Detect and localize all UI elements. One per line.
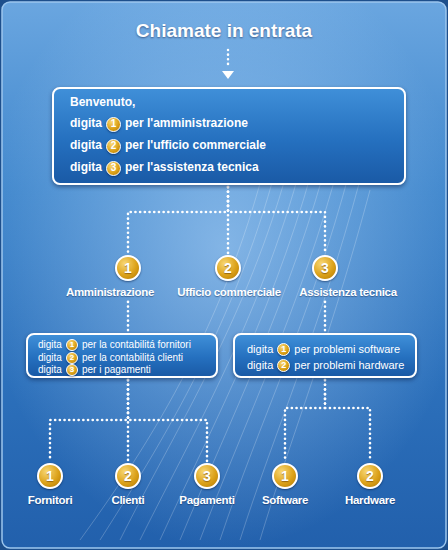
dotted-connector xyxy=(127,380,130,461)
badge-number: 3 xyxy=(67,365,77,374)
dotted-connector xyxy=(228,187,325,253)
option-label: Fornitori xyxy=(28,494,73,508)
number-circle: 1 xyxy=(272,463,298,489)
badge-number: 2 xyxy=(278,360,289,370)
option-number: 3 xyxy=(314,257,336,279)
menu-text: digita xyxy=(38,352,62,364)
menu-box: Benvenuto, digita per l'amministrazione dig… xyxy=(52,87,406,185)
option-node: 2Ufficio commerciale xyxy=(177,255,281,300)
dotted-connector xyxy=(285,380,325,461)
menu-text: per problemi software xyxy=(294,343,400,356)
menu-text: digita xyxy=(70,161,102,175)
badge-number: 2 xyxy=(107,140,120,152)
option-node: 1Fornitori xyxy=(28,463,73,508)
menu-box: digita per la contabilitá fornitori digita… xyxy=(26,333,218,378)
dotted-connector xyxy=(128,187,228,253)
dotted-connector xyxy=(127,302,130,331)
number-circle: 3 xyxy=(194,463,220,489)
number-badge: 1 xyxy=(277,343,290,356)
number-circle: 2 xyxy=(115,463,141,489)
option-node: 1Software xyxy=(262,463,308,508)
dotted-connector xyxy=(50,380,128,461)
menu-text: per l'assistenza tecnica xyxy=(125,161,259,175)
option-number: 1 xyxy=(39,465,61,487)
menu-text: per l'ufficio commerciale xyxy=(125,139,266,153)
menu-box: digita per problemi software digita per pro… xyxy=(233,333,417,378)
badge-number: 1 xyxy=(67,340,77,349)
option-number: 1 xyxy=(117,257,139,279)
option-label: Hardware xyxy=(345,494,395,508)
menu-text: per i pagamenti xyxy=(82,364,151,376)
option-label: Pagamenti xyxy=(179,494,234,508)
number-badge: 1 xyxy=(106,117,121,132)
option-node: 2Clienti xyxy=(111,463,144,508)
badge-number: 3 xyxy=(107,162,120,174)
option-number: 2 xyxy=(217,257,239,279)
option-number: 3 xyxy=(196,465,218,487)
option-node: 3Pagamenti xyxy=(179,463,234,508)
menu-text: digita xyxy=(38,339,62,351)
number-badge: 2 xyxy=(277,359,290,372)
menu-text: per la contabilitá fornitori xyxy=(82,339,191,351)
option-label: Amministrazione xyxy=(66,286,154,300)
number-circle: 3 xyxy=(312,255,338,281)
number-circle: 1 xyxy=(115,255,141,281)
dotted-connector xyxy=(324,302,327,331)
option-label: Assistenza tecnica xyxy=(299,286,397,300)
menu-text: Benvenuto, xyxy=(70,96,135,110)
option-label: Clienti xyxy=(111,494,144,508)
number-badge: 3 xyxy=(66,364,78,376)
dotted-connector xyxy=(128,380,207,461)
number-badge: 2 xyxy=(106,139,121,154)
badge-number: 2 xyxy=(67,353,77,362)
menu-text: digita xyxy=(247,343,273,356)
number-circle: 2 xyxy=(357,463,383,489)
option-node: 2Hardware xyxy=(345,463,395,508)
menu-text: digita xyxy=(247,359,273,372)
badge-number: 1 xyxy=(107,118,120,130)
menu-text: per problemi hardware xyxy=(294,359,404,372)
option-node: 1Amministrazione xyxy=(66,255,154,300)
number-badge: 3 xyxy=(106,161,121,176)
number-badge: 1 xyxy=(66,339,78,351)
option-number: 2 xyxy=(359,465,381,487)
option-number: 2 xyxy=(117,465,139,487)
menu-text: per l'amministrazione xyxy=(125,117,248,131)
menu-text: digita xyxy=(70,139,102,153)
number-badge: 2 xyxy=(66,352,78,364)
option-number: 1 xyxy=(274,465,296,487)
menu-text: per la contabilitá clienti xyxy=(82,352,183,364)
dotted-connector xyxy=(325,380,370,461)
number-circle: 2 xyxy=(215,255,241,281)
badge-number: 1 xyxy=(278,344,289,354)
option-node: 3Assistenza tecnica xyxy=(299,255,397,300)
option-label: Software xyxy=(262,494,308,508)
menu-text: digita xyxy=(38,364,62,376)
menu-text: digita xyxy=(70,117,102,131)
title-arrow xyxy=(222,50,234,79)
option-label: Ufficio commerciale xyxy=(177,286,281,300)
number-circle: 1 xyxy=(37,463,63,489)
diagram-title: Chiamate in entrata xyxy=(0,20,448,42)
